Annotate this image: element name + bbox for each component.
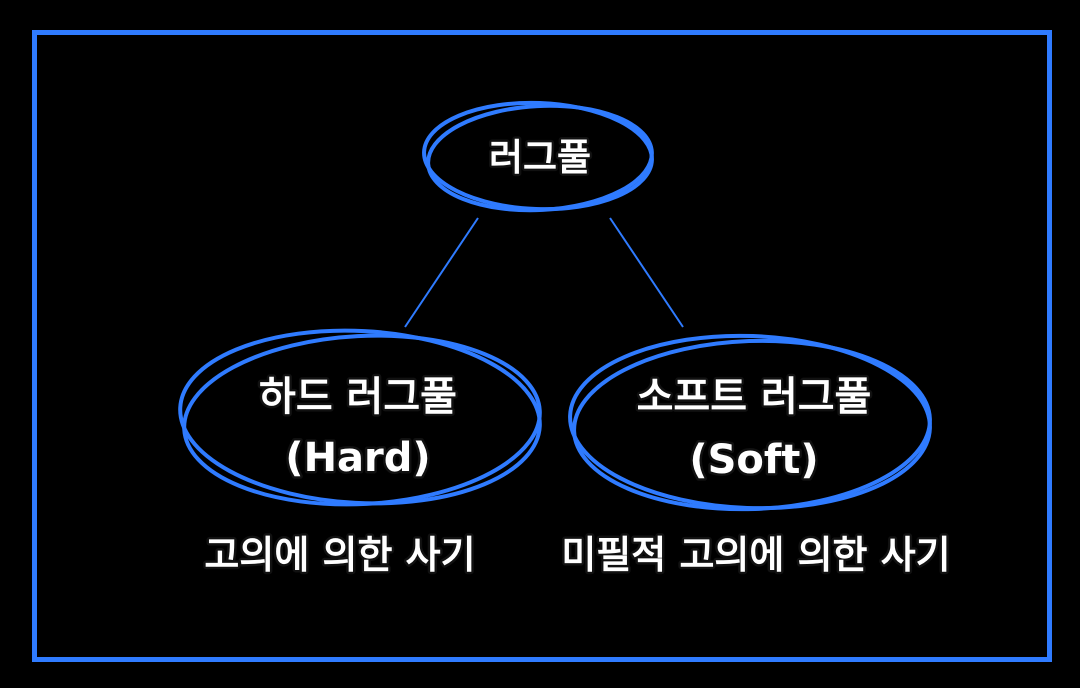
hard-label-line2: (Hard) [285,435,430,481]
hard-node: 하드 러그풀 (Hard) [178,328,542,507]
hard-caption: 고의에 의한 사기 [204,533,475,577]
root-label: 러그풀 [489,136,591,179]
hard-label-line1: 하드 러그풀 [259,374,457,420]
root-ellipse-inner [426,103,654,213]
root-node: 러그풀 [422,100,654,213]
soft-caption: 미필적 고의에 의한 사기 [561,533,950,577]
soft-label-line1: 소프트 러그풀 [637,374,872,420]
soft-node: 소프트 러그풀 (Soft) [568,333,932,512]
connector-root-soft [609,217,684,328]
soft-label-line2: (Soft) [689,437,818,483]
hard-ellipse-inner [182,333,542,507]
soft-ellipse-inner [572,338,932,512]
diagram-border [32,30,1052,662]
connector-root-hard [404,217,479,328]
